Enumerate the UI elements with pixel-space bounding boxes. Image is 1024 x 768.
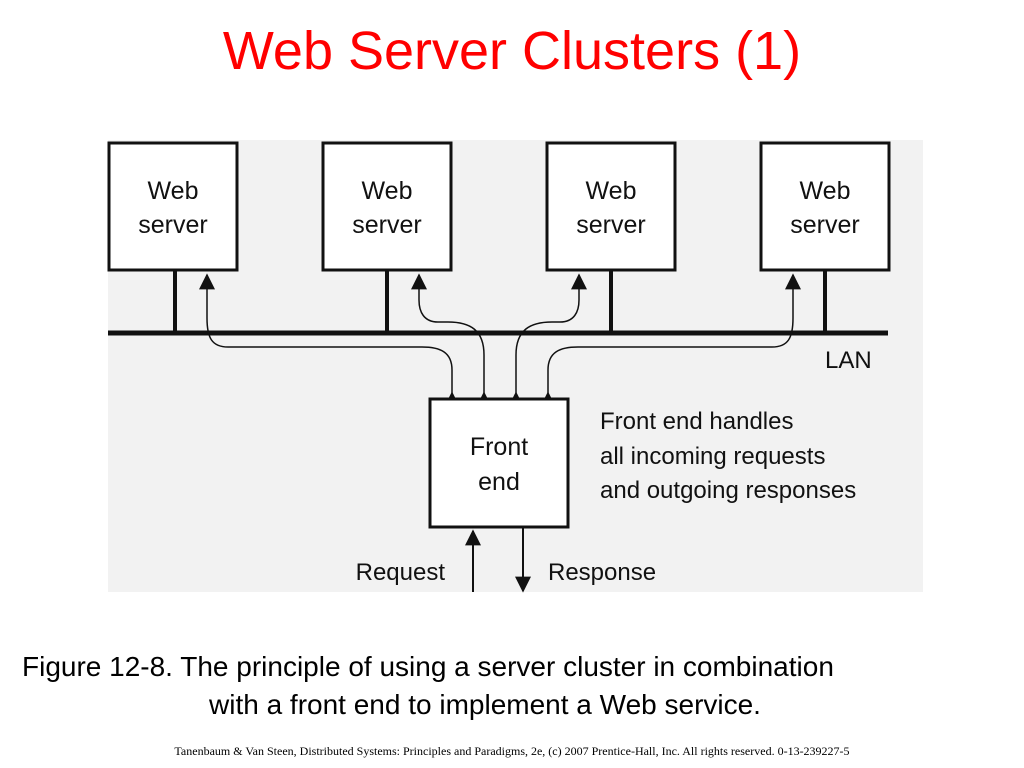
web-server-3: Web server — [545, 141, 677, 333]
front-end: Front end — [428, 397, 570, 529]
web-server-3-line2: server — [576, 211, 645, 239]
web-server-2-line1: Web — [362, 177, 413, 205]
figure-caption: Figure 12-8. The principle of using a se… — [22, 648, 1012, 724]
web-server-2-line2: server — [352, 211, 421, 239]
note-line-1: Front end handles — [600, 408, 793, 435]
arrow-frontend-server-2 — [411, 273, 492, 408]
note-line-2: all incoming requests — [600, 443, 825, 470]
caption-line-1: Figure 12-8. The principle of using a se… — [22, 651, 834, 682]
request-label: Request — [356, 559, 446, 586]
copyright-footer: Tanenbaum & Van Steen, Distributed Syste… — [174, 744, 850, 758]
caption-line-2: with a front end to implement a Web serv… — [209, 689, 761, 720]
front-end-note: Front end handles all incoming requests … — [600, 408, 856, 504]
note-line-3: and outgoing responses — [600, 477, 856, 504]
web-server-4-line1: Web — [800, 177, 851, 205]
response-label: Response — [548, 559, 656, 586]
front-end-line2: end — [478, 468, 520, 496]
web-server-1-line1: Web — [148, 177, 199, 205]
web-server-1: Web server — [107, 141, 239, 333]
web-server-2: Web server — [321, 141, 453, 333]
web-server-4: Web server — [759, 141, 891, 333]
lan-label: LAN — [825, 347, 872, 374]
web-server-1-line2: server — [138, 211, 207, 239]
slide-title: Web Server Clusters (1) — [222, 21, 802, 81]
web-server-3-line1: Web — [586, 177, 637, 205]
arrow-frontend-server-4 — [540, 273, 801, 408]
web-server-4-line2: server — [790, 211, 859, 239]
front-end-line1: Front — [470, 433, 528, 461]
